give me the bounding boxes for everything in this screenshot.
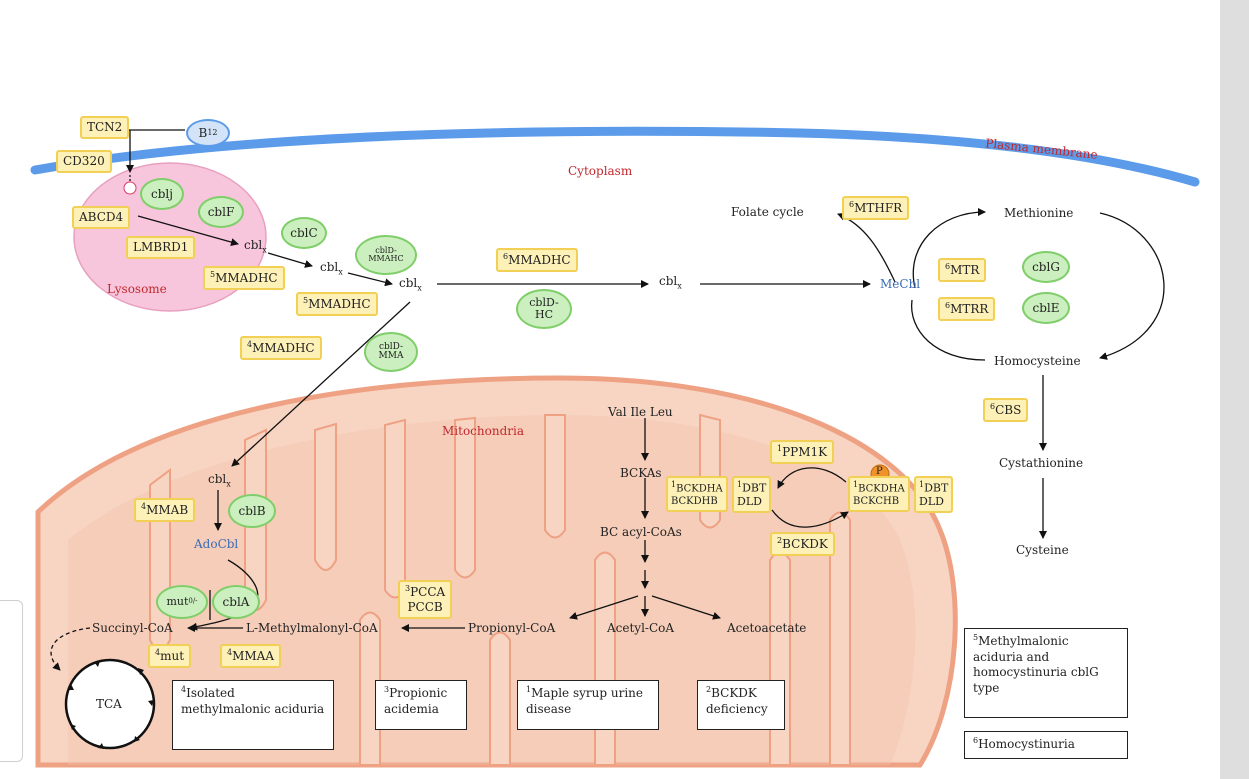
mmab-box: 4MMAB (134, 498, 196, 522)
mtr-box: 6MTR (938, 258, 987, 282)
propionyl-coa-label: Propionyl-CoA (468, 621, 556, 635)
lysosome-label: Lysosome (107, 282, 167, 296)
val-ile-leu-label: Val Ile Leu (608, 405, 673, 419)
cbla-oval: cblA (212, 585, 260, 619)
disease-note-6: 6Homocystinuria (964, 731, 1128, 759)
cblg-oval: cblG (1022, 251, 1070, 283)
cble-oval: cblE (1022, 292, 1070, 324)
adocbl-label: AdoCbl (194, 537, 239, 551)
cbl-x-5: cblx (208, 472, 231, 489)
cbl-x-2: cblx (320, 260, 343, 277)
cbld-mma-oval: cblD-MMA (364, 332, 418, 372)
viewer-edge-panel (0, 600, 23, 762)
methylmalonyl-coa-label: L-Methylmalonyl-CoA (246, 621, 378, 635)
window-scrollbar[interactable] (1220, 0, 1249, 779)
methionine-label: Methionine (1004, 206, 1074, 220)
acetyl-coa-label: Acetyl-CoA (607, 621, 675, 635)
plasma-membrane-line (30, 126, 1200, 187)
cbl-x-3: cblx (399, 276, 422, 293)
folate-cycle-label: Folate cycle (731, 205, 804, 219)
acetoacetate-label: Acetoacetate (727, 621, 807, 635)
cblf-oval: cblF (198, 196, 244, 228)
bckdk-box: 2BCKDK (770, 532, 835, 556)
cystathionine-label: Cystathionine (999, 456, 1084, 470)
mitochondria-label: Mitochondria (442, 424, 524, 438)
succinyl-coa-label: Succinyl-CoA (92, 621, 173, 635)
cblb-oval: cblB (228, 494, 276, 528)
cbld-hc-oval: cblD-HC (516, 289, 572, 329)
cblc-oval: cblC (281, 217, 327, 249)
cblj-oval: cblj (140, 178, 184, 210)
cbl-x-1: cblx (244, 238, 267, 255)
mitochondrion-shape (35, 375, 958, 768)
tca-label: TCA (96, 697, 122, 711)
lmbrd1-box: LMBRD1 (126, 236, 196, 259)
mut-box: 4mut (148, 644, 192, 668)
cbl-x-4: cblx (659, 274, 682, 291)
mthfr-box: 6MTHFR (842, 196, 910, 220)
mecbl-label: MeCbl (880, 277, 921, 291)
mmadhc-lysosome-box: 5MMADHC (203, 266, 285, 290)
disease-note-4: 4Isolated methylmalonic aciduria (172, 680, 334, 750)
ppm1k-box: 1PPM1K (770, 440, 835, 464)
cbs-box: 6CBS (983, 398, 1029, 422)
disease-note-5: 5Methylmalonic aciduria and homocystinur… (964, 628, 1128, 718)
mmaa-box: 4MMAA (220, 644, 281, 668)
cytoplasm-label: Cytoplasm (568, 164, 633, 178)
cd320-box: CD320 (56, 150, 112, 173)
bc-acyl-coas-label: BC acyl-CoAs (600, 525, 682, 539)
abcd4-box: ABCD4 (72, 206, 131, 229)
bckas-label: BCKAs (620, 466, 662, 480)
mmadhc-lower-box: 5MMADHC (296, 292, 378, 316)
phospho-label: P (876, 466, 883, 477)
mmadhc-mito-box: 4MMADHC (240, 336, 322, 360)
mtrr-box: 6MTRR (938, 297, 996, 321)
cysteine-label: Cysteine (1016, 543, 1069, 557)
disease-note-3: 3Propionic acidemia (375, 680, 467, 730)
tcn2-box: TCN2 (80, 116, 130, 139)
mmadhc-hc-box: 6MMADHC (496, 248, 578, 272)
homocysteine-label: Homocysteine (994, 354, 1081, 368)
disease-note-2: 2BCKDK deficiency (697, 680, 785, 730)
disease-note-1: 1Maple syrup urine disease (517, 680, 659, 730)
cbld-mmahc-oval: cblD-MMAHC (355, 235, 417, 275)
